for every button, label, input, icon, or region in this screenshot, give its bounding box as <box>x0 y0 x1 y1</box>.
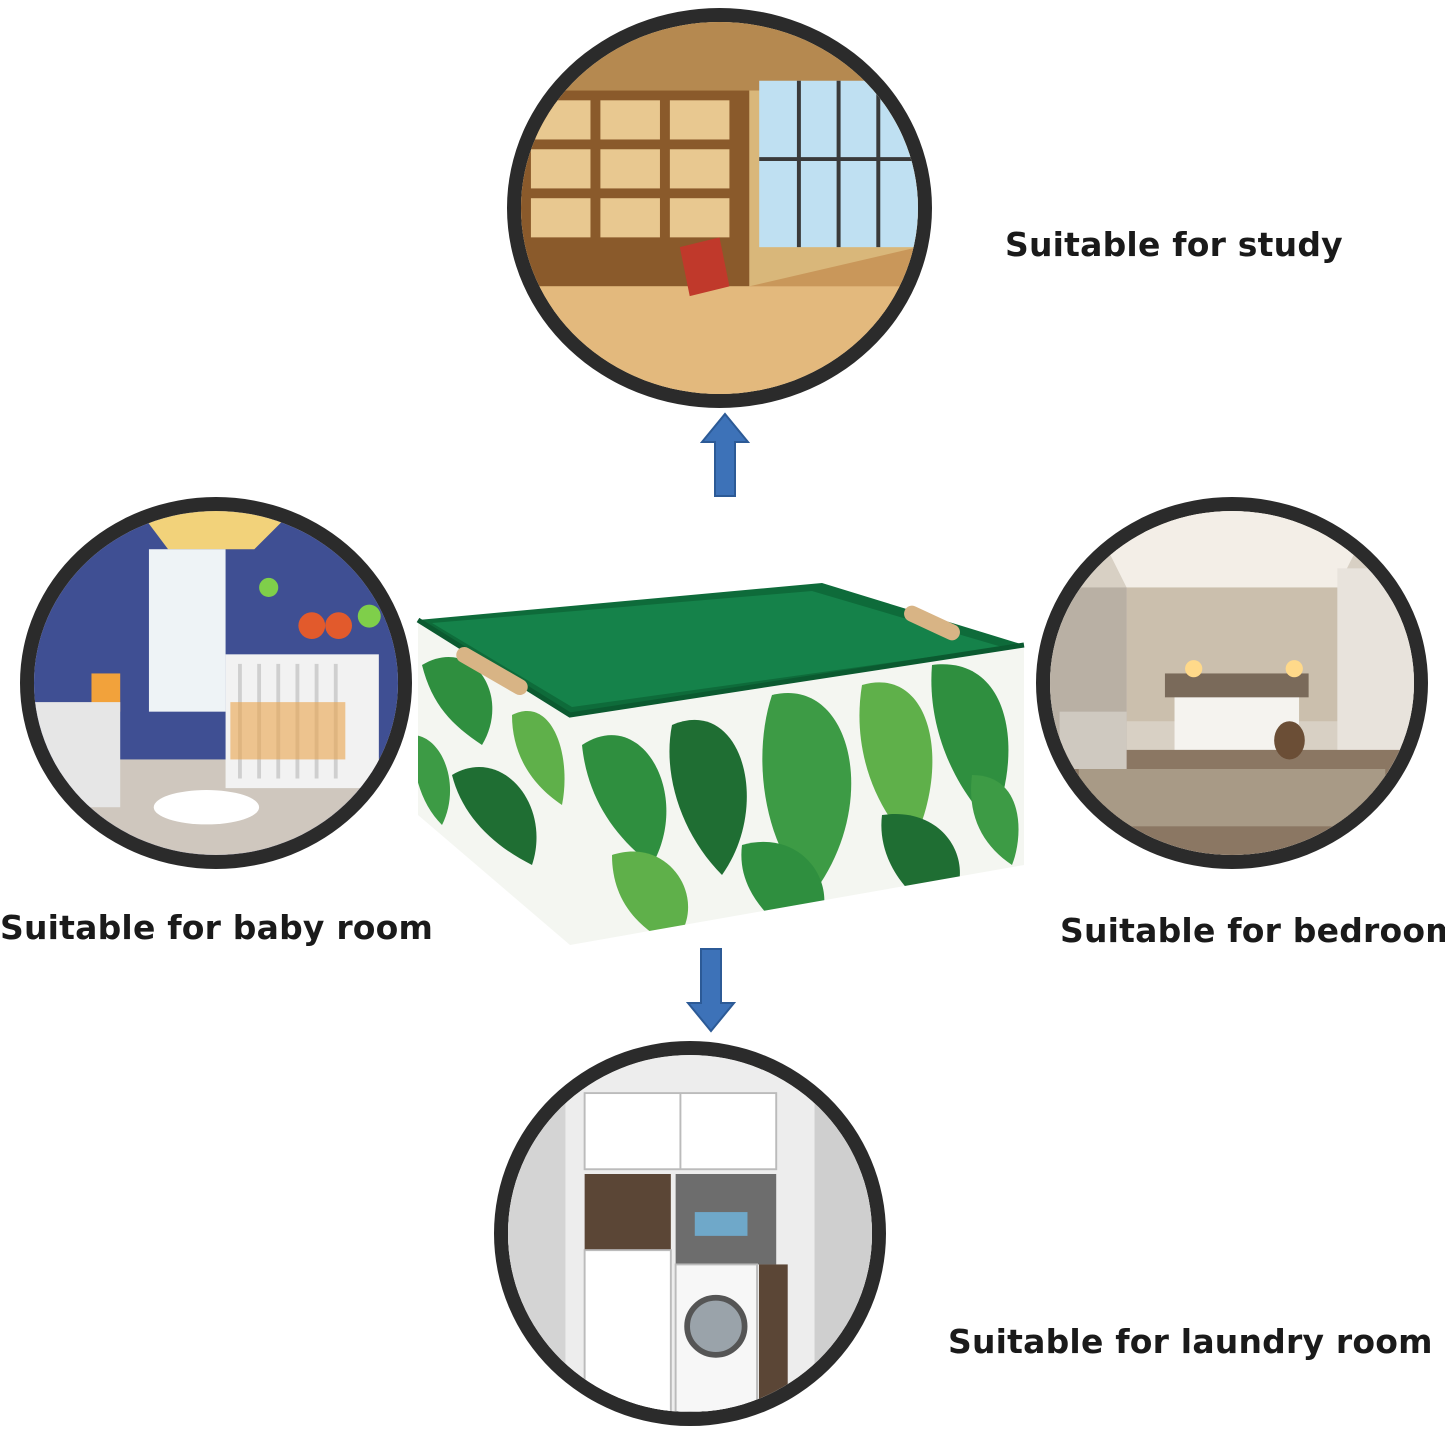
bedroom-photo <box>1036 497 1428 869</box>
laundry-room-photo <box>494 1041 886 1426</box>
label-laundry-room: Suitable for laundry room <box>948 1322 1433 1361</box>
baby-room-photo <box>20 497 412 869</box>
arrow-up-icon <box>700 412 750 498</box>
label-study: Suitable for study <box>1005 225 1343 264</box>
label-baby-room: Suitable for baby room <box>0 908 434 947</box>
label-bedroom: Suitable for bedroom <box>1060 911 1445 950</box>
arrow-down-icon <box>686 947 736 1033</box>
leaf-storage-basket <box>412 575 1032 945</box>
study-room-photo <box>507 8 932 408</box>
